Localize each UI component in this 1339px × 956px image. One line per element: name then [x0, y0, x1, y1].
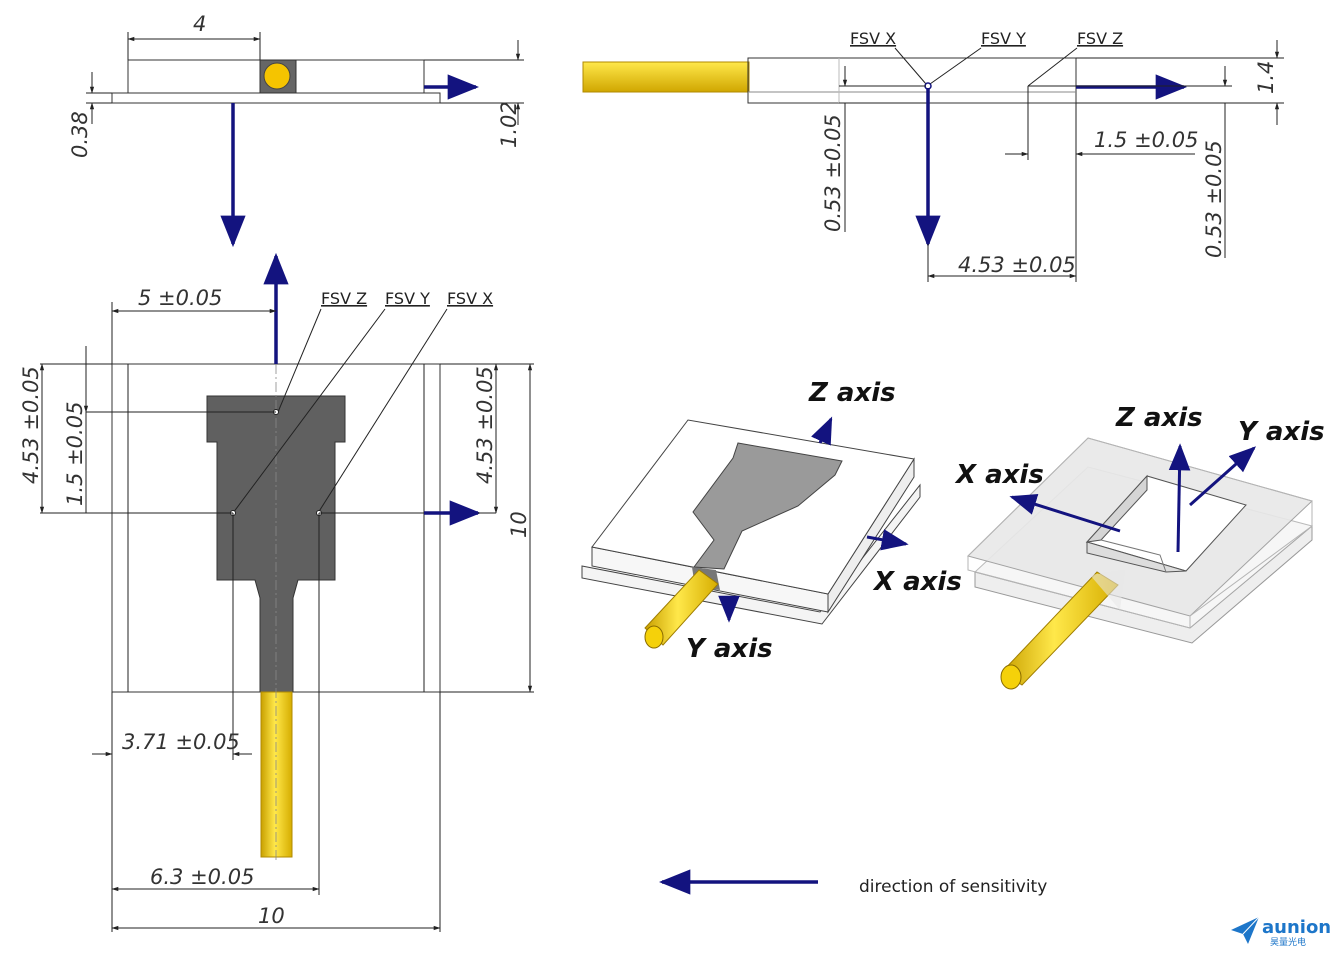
top-fsv-y: FSV Y [385, 289, 430, 308]
iso-left: Z axis X axis Y axis [581, 378, 962, 664]
top-dim-top: 5 ±0.05 [138, 286, 222, 310]
iso-left-z-axis-label: Z axis [808, 378, 896, 408]
legend-text: direction of sensitivity [859, 877, 1047, 897]
front-dim-height: 1.4 [1254, 61, 1278, 94]
top-fsv-x: FSV X [447, 289, 493, 308]
iso-right-y-axis-label: Y axis [1238, 417, 1325, 447]
legend: direction of sensitivity [658, 869, 1047, 897]
top-view-pin [260, 691, 293, 858]
front-dim-bottom: 4.53 ±0.05 [958, 253, 1076, 277]
iso-right-y-arrow [1189, 446, 1257, 507]
front-fsv-y: FSV Y [981, 29, 1026, 48]
top-view: FSV Z FSV Y FSV X 5 ±0.05 4.53 ±0.05 1.5… [19, 252, 534, 932]
brand-subtitle: 昊量光电 [1270, 936, 1306, 948]
top-dim-right-inner: 4.53 ±0.05 [473, 366, 497, 484]
front-view: 1.4 FSV X FSV Y FSV Z 0.53 ±0.05 0.53 ±0… [582, 29, 1284, 282]
iso-right-z-axis-label: Z axis [1115, 403, 1203, 433]
side-dim-top: 4 [193, 12, 206, 36]
top-fsv-z: FSV Z [321, 289, 367, 308]
front-view-pin [582, 61, 750, 93]
iso-right: Z axis Y axis X axis [954, 403, 1325, 690]
side-view-pin-end [263, 62, 291, 90]
iso-left-x-axis-label: X axis [872, 567, 962, 597]
front-dim-z-offset: 1.5 ±0.05 [1094, 128, 1198, 152]
front-dim-left-vertical: 0.53 ±0.05 [821, 114, 845, 232]
top-dim-right-outer: 10 [507, 511, 531, 538]
top-dim-bottom-3: 10 [258, 904, 285, 928]
brand-name: aunion [1262, 917, 1331, 938]
iso-right-z-arrow [1168, 443, 1191, 553]
top-dim-bottom-1: 3.71 ±0.05 [122, 730, 240, 754]
side-view: 4 0.38 1.02 [68, 12, 524, 248]
top-dim-left-outer: 4.53 ±0.05 [19, 366, 43, 484]
side-dim-right: 1.02 [497, 101, 521, 148]
iso-left-y-axis-label: Y axis [686, 634, 773, 664]
top-dim-left-inner: 1.5 ±0.05 [63, 402, 87, 506]
iso-left-x-arrow [866, 529, 909, 551]
iso-left-z-arrow [811, 416, 833, 446]
front-dim-right-vertical: 0.53 ±0.05 [1202, 140, 1226, 258]
front-fsv-z: FSV Z [1077, 29, 1123, 48]
side-dim-left: 0.38 [68, 111, 92, 158]
iso-right-x-axis-label: X axis [954, 460, 1044, 490]
iso-left-chip [692, 442, 843, 570]
top-dim-bottom-2: 6.3 ±0.05 [150, 865, 254, 889]
iso-right-x-arrow [1009, 493, 1121, 533]
brand-logo: aunion 昊量光电 [1231, 916, 1331, 948]
front-fsv-x: FSV X [850, 29, 896, 48]
front-view-body [747, 57, 1077, 104]
side-view-substrate [111, 92, 441, 104]
